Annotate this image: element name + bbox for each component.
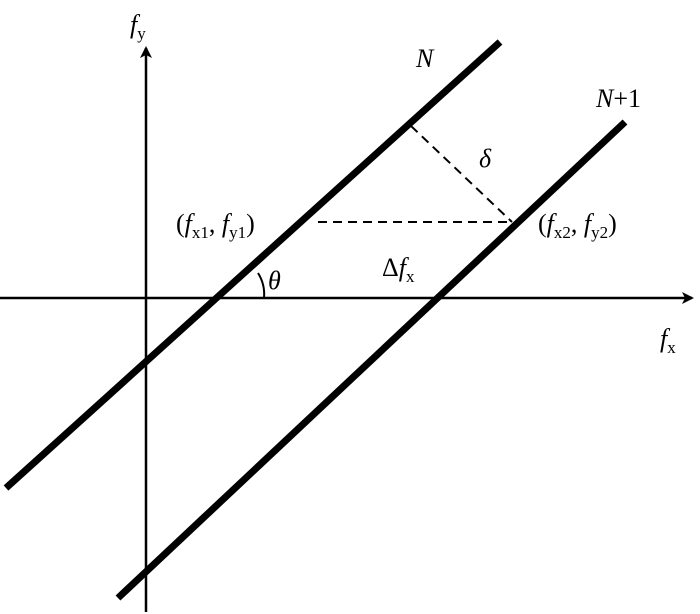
point-2-label: (fx2, fy2) — [538, 209, 617, 242]
theta-arc — [257, 272, 266, 299]
x-axis-label-base: f — [660, 324, 668, 353]
line-n — [3, 39, 503, 491]
delta-fx-base: f — [398, 253, 406, 282]
point-1-label: (fx1, fy1) — [176, 209, 255, 242]
dashed-perpendicular — [410, 125, 513, 223]
y-axis-label: fy — [130, 10, 146, 43]
line-n-label: N — [416, 44, 434, 73]
x-axis-label: fx — [660, 324, 676, 357]
y-axis-label-sub: y — [137, 24, 146, 43]
theta-label: θ — [268, 266, 281, 295]
delta-fx-prefix: Δ — [382, 253, 399, 282]
delta-label: δ — [479, 144, 492, 173]
line-n-plus-1 — [115, 119, 628, 601]
y-axis-label-base: f — [130, 10, 138, 39]
delta-fx-sub: x — [405, 267, 415, 286]
x-axis-label-sub: x — [667, 338, 676, 357]
delta-fx-label: Δfx — [382, 253, 415, 286]
line-n-plus-1-label: N+1 — [596, 84, 642, 113]
